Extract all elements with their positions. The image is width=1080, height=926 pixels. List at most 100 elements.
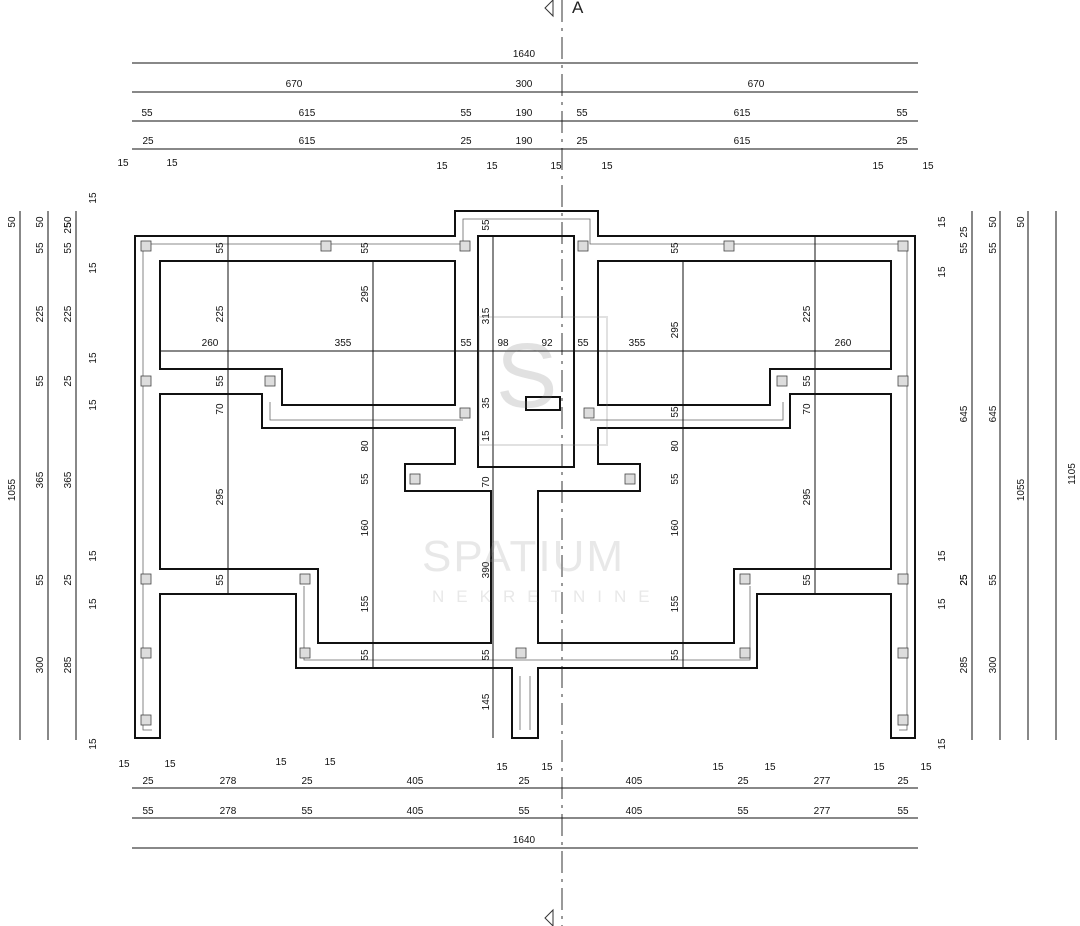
dim-bot-s10: 15	[920, 762, 932, 773]
dim-top-s1: 15	[117, 158, 129, 169]
dim-left-c2-4: 55	[35, 375, 46, 387]
dim-bot-r1-4: 405	[407, 776, 424, 787]
foundation-walls	[134, 210, 916, 739]
dim-top-s3: 15	[436, 161, 448, 172]
dim-right-outer: 1105	[1067, 463, 1078, 485]
dim-left-c4-5: 15	[88, 399, 99, 411]
dim-int-vr-1: 225	[802, 305, 813, 322]
dim-left-c4-8: 15	[88, 738, 99, 750]
watermark-brand: SPATIUM	[422, 532, 626, 581]
dim-top-total: 1640	[513, 49, 536, 60]
dim-int-vcl-2: 80	[360, 440, 371, 452]
dim-bot-s6: 15	[541, 762, 553, 773]
dim-top-s6: 15	[601, 161, 613, 172]
right-lower-room	[537, 393, 892, 644]
dim-left-c3-2: 55	[63, 242, 74, 254]
dim-int-vc-1: 55	[481, 219, 492, 231]
dim-top-s2: 15	[166, 158, 178, 169]
dim-int-vcr-6: 55	[670, 242, 681, 254]
dim-bot-r2-7: 55	[737, 806, 749, 817]
dim-bot-r2-4: 405	[407, 806, 424, 817]
dim-bot-r1-7: 25	[737, 776, 749, 787]
dim-left-c2-1: 50	[35, 216, 46, 228]
dim-right-c2-4: 1055	[1016, 478, 1027, 501]
dim-left-c3-6: 25	[63, 574, 74, 586]
dim-int-h-5: 92	[541, 338, 553, 349]
dim-bot-s7: 15	[712, 762, 724, 773]
interior-dimensions: 260 355 55 98 92 55 355 260 225 295 70 5…	[202, 219, 852, 710]
left-dimensions: 50 1055 50 55 225 55 365 55 300 50 55 22…	[7, 192, 99, 750]
dim-top-r2-3: 670	[748, 79, 765, 90]
right-upper-room	[597, 260, 892, 406]
dim-int-vl-2: 295	[215, 488, 226, 505]
dim-left-c3-3: 225	[63, 305, 74, 322]
dim-int-vc-3: 35	[481, 397, 492, 409]
dim-top-r3-5: 55	[576, 108, 588, 119]
dim-int-vcr-4: 160	[670, 519, 681, 536]
dim-int-h-4: 98	[497, 338, 509, 349]
dim-right-c3-3: 25	[959, 574, 970, 586]
dim-int-vl-3: 70	[215, 403, 226, 415]
dim-int-vcl-6: 55	[360, 242, 371, 254]
dim-int-vcr-1: 295	[670, 321, 681, 338]
dim-right-c2-5: 55	[988, 574, 999, 586]
dim-left-c4-1: 25	[63, 222, 74, 234]
dim-top-r3-7: 55	[896, 108, 908, 119]
dim-int-vcr-3: 55	[670, 473, 681, 485]
dim-top-s8: 15	[922, 161, 934, 172]
dim-bot-r2-3: 55	[301, 806, 313, 817]
dim-bot-r2-6: 405	[626, 806, 643, 817]
dim-int-vl-1: 225	[215, 305, 226, 322]
dim-int-vr-2: 295	[802, 488, 813, 505]
dim-bot-s4: 15	[324, 757, 336, 768]
dim-right-c4-5: 25	[959, 574, 970, 586]
dim-top-r3-6: 615	[734, 108, 751, 119]
dim-top-r3-2: 615	[299, 108, 316, 119]
dim-int-vcl-5: 155	[360, 595, 371, 612]
dim-int-vr-6: 55	[802, 574, 813, 586]
dim-int-h-3: 55	[460, 338, 472, 349]
dim-left-c4-2: 15	[88, 192, 99, 204]
dim-left-c4-4: 15	[88, 352, 99, 364]
dim-top-r4-2: 615	[299, 136, 316, 147]
dim-left-outer-2: 1055	[7, 478, 18, 501]
dim-left-c4-3: 15	[88, 262, 99, 274]
dim-left-c3-4: 25	[63, 375, 74, 387]
dim-bot-r2-1: 55	[142, 806, 154, 817]
dim-top-r4-6: 615	[734, 136, 751, 147]
dim-top-s7: 15	[872, 161, 884, 172]
dim-int-vl-4: 55	[215, 242, 226, 254]
dim-top-r2-2: 300	[516, 79, 533, 90]
dim-right-c3-4: 55	[959, 242, 970, 254]
dim-bot-s3: 15	[275, 757, 287, 768]
dim-left-c2-7: 300	[35, 656, 46, 673]
bottom-dimensions: 25 278 25 405 25 405 25 277 25 15 15 15 …	[118, 757, 932, 846]
dim-int-vc-6: 390	[481, 561, 492, 578]
dim-right-c3-1: 50	[988, 216, 999, 228]
dim-int-vcr-5: 155	[670, 595, 681, 612]
top-dimensions: 1640 670 300 670 55 615 55 190 55 615 55…	[117, 49, 934, 172]
dim-int-vc-8: 145	[481, 693, 492, 710]
dim-left-c3-7: 285	[63, 656, 74, 673]
dim-top-r3-3: 55	[460, 108, 472, 119]
dim-int-vcr-2: 80	[670, 440, 681, 452]
dim-right-c2-2: 55	[988, 242, 999, 254]
dim-left-c2-2: 55	[35, 242, 46, 254]
dim-right-c2-1: 50	[1016, 216, 1027, 228]
dim-int-h-6: 55	[577, 338, 589, 349]
dim-right-c4-3: 15	[937, 266, 948, 278]
dim-int-h-2: 355	[335, 338, 352, 349]
dim-left-c2-5: 365	[35, 471, 46, 488]
watermark-subtitle: NEKRETNINE	[432, 587, 662, 606]
dim-left-c2-3: 225	[35, 305, 46, 322]
dim-bot-s1: 15	[118, 759, 130, 770]
dim-top-r4-5: 25	[576, 136, 588, 147]
dim-int-vcr-7: 55	[670, 649, 681, 661]
dim-right-c4-2: 25	[959, 226, 970, 238]
dim-right-c3-5: 285	[959, 656, 970, 673]
dim-bot-s8: 15	[764, 762, 776, 773]
dim-bot-r1-2: 278	[220, 776, 237, 787]
dim-top-r4-3: 25	[460, 136, 472, 147]
section-arrow-bottom-icon	[544, 908, 554, 926]
left-lower-room	[159, 393, 492, 644]
